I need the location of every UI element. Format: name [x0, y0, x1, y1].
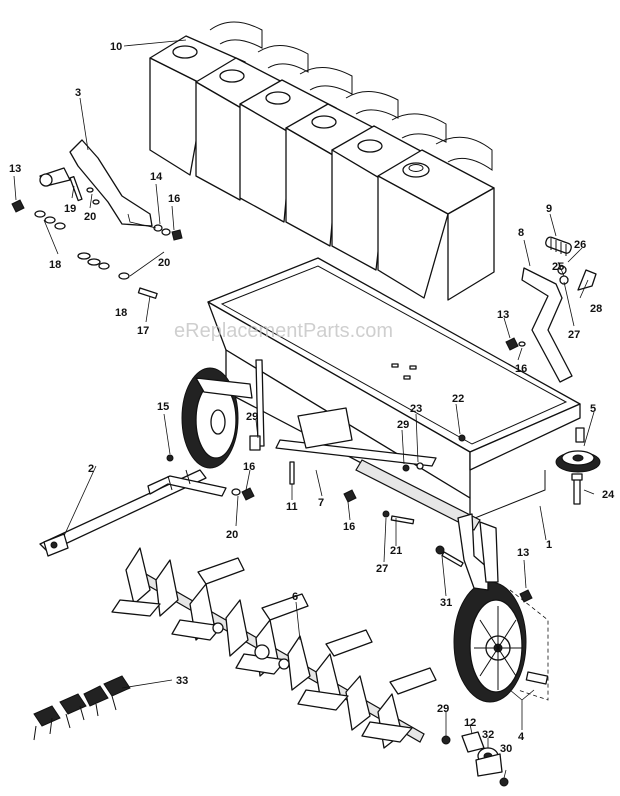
callout-16: 16 [243, 461, 255, 473]
callout-22: 22 [452, 393, 464, 405]
callout-28: 28 [590, 303, 602, 315]
weight-containers [149, 21, 495, 301]
leader-lines [13, 39, 595, 779]
callout-17: 17 [137, 325, 149, 337]
callout-12: 12 [464, 717, 476, 729]
callout-29: 29 [437, 703, 449, 715]
callout-9: 9 [546, 203, 552, 215]
callout-29: 29 [397, 419, 409, 431]
bearing-assembly [555, 427, 601, 505]
callout-2: 2 [88, 463, 94, 475]
callout-16: 16 [515, 363, 527, 375]
callout-8: 8 [518, 227, 524, 239]
weight-jug-6 [377, 136, 495, 301]
callout-21: 21 [390, 545, 402, 557]
callout-labels: 10 3 13 14 16 19 20 18 20 18 17 9 8 26 2… [9, 41, 615, 755]
callout-32: 32 [482, 729, 494, 741]
tine-cluster [111, 547, 437, 749]
callout-31: 31 [440, 597, 452, 609]
aerator-tray [207, 257, 581, 521]
left-wheel [181, 367, 253, 469]
callout-15: 15 [157, 401, 169, 413]
hitch-bracket-right [521, 236, 597, 383]
callout-30: 30 [500, 743, 512, 755]
callout-1: 1 [546, 539, 552, 551]
callout-27: 27 [376, 563, 388, 575]
callout-33: 33 [176, 675, 188, 687]
watermark-text: eReplacementParts.com [174, 320, 393, 342]
callout-29: 29 [246, 411, 258, 423]
callout-3: 3 [75, 87, 81, 99]
hardware [11, 175, 533, 787]
callout-7: 7 [318, 497, 324, 509]
callout-18: 18 [49, 259, 61, 271]
callout-6: 6 [292, 591, 298, 603]
callout-16: 16 [168, 193, 180, 205]
callout-23: 23 [410, 403, 422, 415]
tow-bar [39, 469, 227, 557]
callout-14: 14 [150, 171, 163, 183]
handle-arm [39, 139, 153, 227]
hitch-bracket-front [457, 513, 499, 591]
callout-20: 20 [226, 529, 238, 541]
callout-27: 27 [568, 329, 580, 341]
callout-13: 13 [497, 309, 509, 321]
callout-16: 16 [343, 521, 355, 533]
callout-13: 13 [517, 547, 529, 559]
callout-26: 26 [574, 239, 586, 251]
callout-25: 25 [552, 261, 564, 273]
callout-18: 18 [115, 307, 127, 319]
callout-13: 13 [9, 163, 21, 175]
spare-tines [33, 675, 131, 741]
callout-24: 24 [602, 489, 615, 501]
callout-4: 4 [518, 731, 525, 743]
callout-5: 5 [590, 403, 596, 415]
axle-bar [275, 407, 481, 531]
right-wheel [453, 581, 549, 703]
spike-tine-assembly [111, 547, 437, 749]
callout-20: 20 [158, 257, 170, 269]
callout-20: 20 [84, 211, 96, 223]
callout-19: 19 [64, 203, 76, 215]
callout-10: 10 [110, 41, 122, 53]
callout-11: 11 [286, 501, 298, 513]
